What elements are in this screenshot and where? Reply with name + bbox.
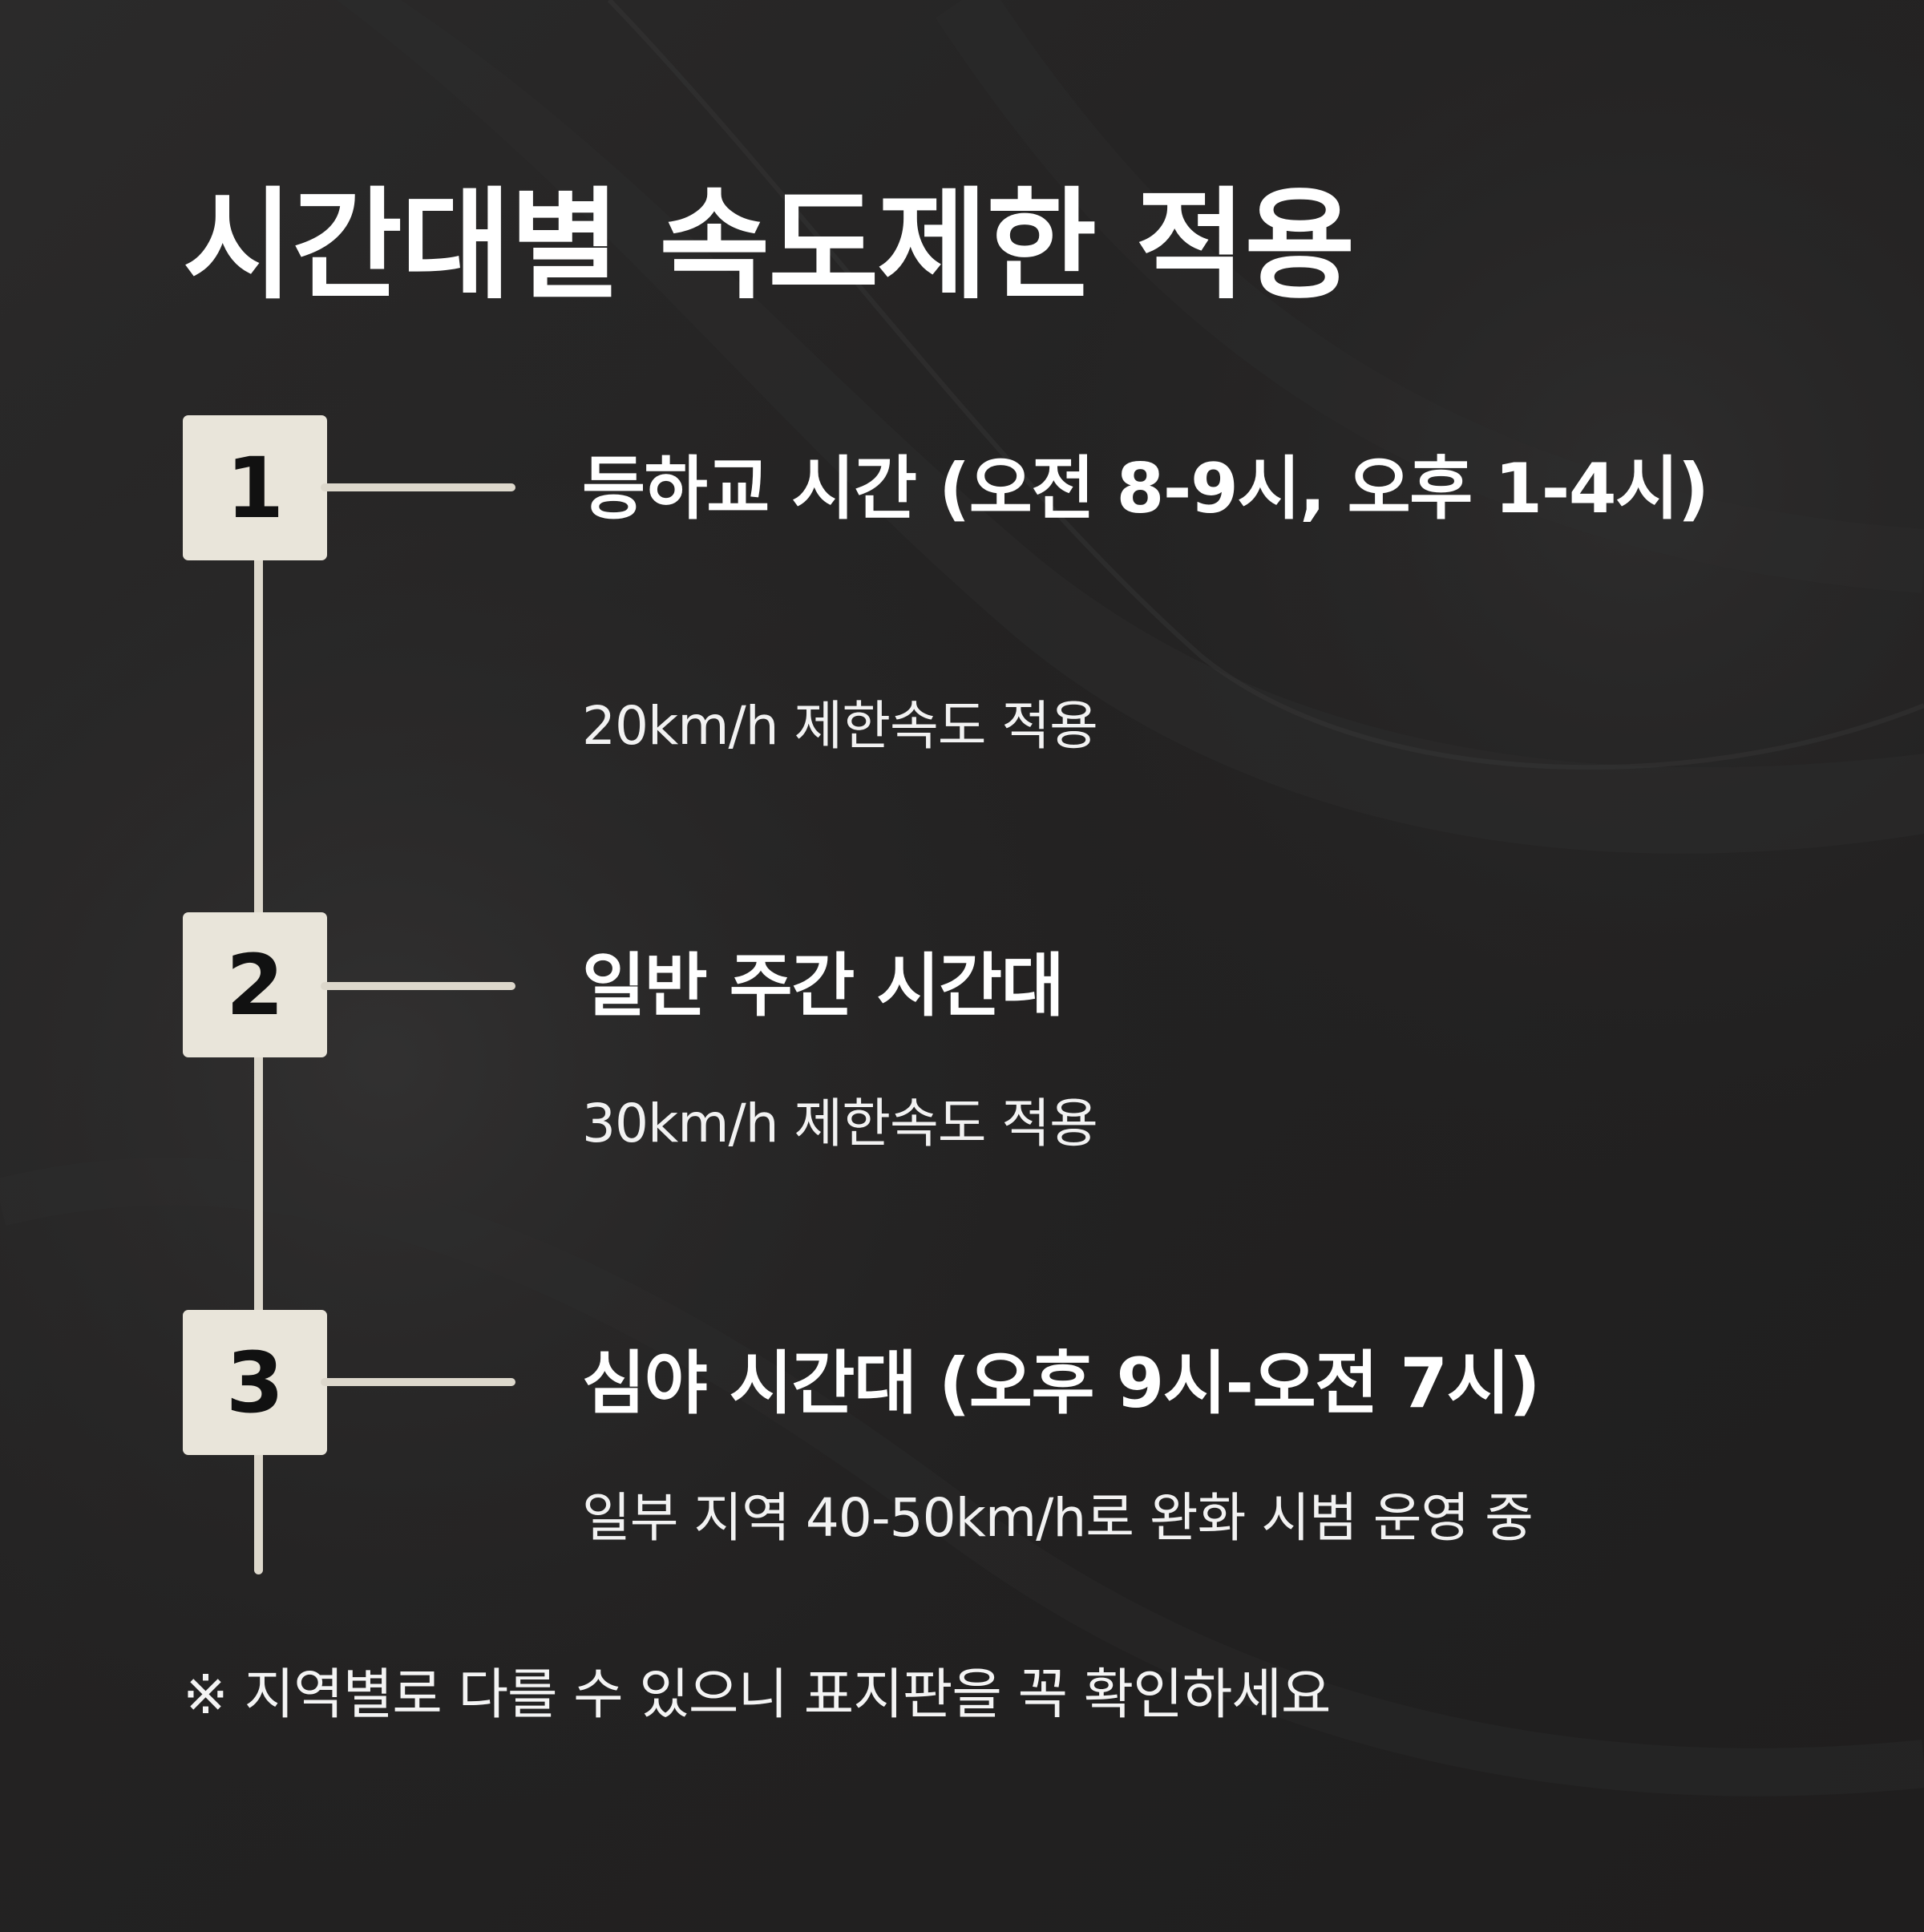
footnote: ※ 지역별로 다를 수 있으니 표지판을 꼭 확인하세요 <box>183 1663 1331 1727</box>
step-1-heading: 등하교 시간 (오전 8-9시, 오후 1-4시) <box>582 449 1709 529</box>
step-1-connector <box>321 483 515 491</box>
step-2-heading: 일반 주간 시간대 <box>582 946 1065 1026</box>
step-3-description: 일부 지역 40-50km/h로 완화 시범 운영 중 <box>582 1487 1534 1549</box>
step-1-badge: 1 <box>183 415 327 560</box>
step-2-description: 30km/h 제한속도 적용 <box>582 1093 1098 1154</box>
step-3-heading: 심야 시간대 (오후 9시-오전 7시) <box>582 1344 1541 1424</box>
step-2-badge: 2 <box>183 912 327 1057</box>
step-1-description: 20km/h 제한속도 적용 <box>582 695 1098 757</box>
step-3-badge: 3 <box>183 1310 327 1455</box>
step-3-connector <box>321 1378 515 1386</box>
step-2-connector <box>321 982 515 990</box>
timeline-line <box>254 553 263 1574</box>
page-title: 시간대별 속도제한 적용 <box>183 176 1355 316</box>
